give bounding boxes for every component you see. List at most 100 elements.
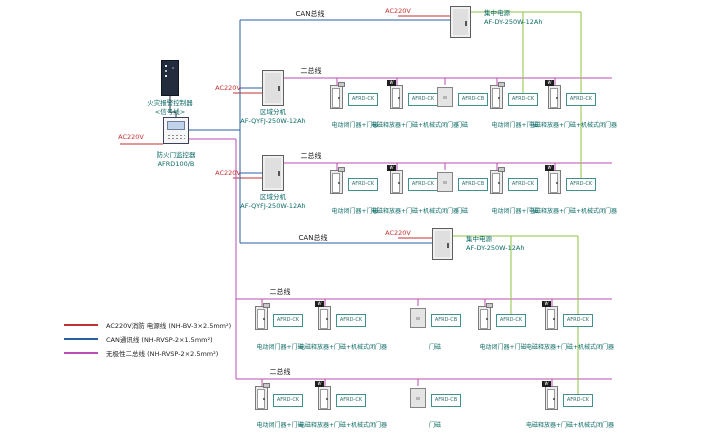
fire-door-monitor-icon	[163, 117, 189, 144]
door-group: W AFRD-CK	[315, 381, 366, 410]
closer-unit-icon	[498, 167, 505, 172]
door-group: W AFRD-CK	[545, 165, 596, 194]
door-group: AFRD-CB	[437, 85, 488, 107]
magnetic-release-icon: W	[387, 80, 396, 86]
magnetic-release-icon: W	[545, 80, 554, 86]
central-power-cabinet-1	[450, 6, 471, 38]
legend-item-power: AC220V消防 电源线 (NH-BV-3×2.5mm²)	[64, 318, 231, 332]
door-release-icon: W	[315, 381, 331, 410]
closer-unit-icon	[263, 303, 270, 308]
zone2-label: 区域分机	[260, 193, 286, 201]
door-release-icon: W	[542, 381, 558, 410]
two-wire-bus-label-row3: 二总线	[300, 152, 322, 160]
group-label: 电磁释放器+门磁+机械式闭门器	[525, 422, 615, 429]
power1-label: 集中电源	[484, 9, 510, 17]
monitor-label: 防火门监控器	[156, 151, 196, 159]
door-closer-icon	[478, 303, 493, 330]
door-group: W AFRD-CK	[542, 381, 593, 410]
closer-unit-icon	[486, 303, 493, 308]
legend-label: 无极性二总线 (NH-RVSP-2×2.5mm²)	[106, 350, 219, 358]
monitor-screen	[167, 121, 185, 130]
controller-indicator-lights	[165, 65, 167, 67]
monitor-keypad	[167, 134, 185, 141]
power-line-swatch	[64, 324, 98, 326]
afrd-ck-box: AFRD-CK	[496, 314, 526, 327]
power2-label: 集中电源	[466, 235, 492, 243]
zone1-ac-label: AC220V	[215, 84, 241, 92]
afrd-ck-box: AFRD-CK	[348, 178, 378, 191]
afrd-ck-box: AFRD-CK	[566, 93, 596, 106]
group-label: 门磁	[455, 208, 468, 215]
group-label: 电磁释放器+门磁+机械式闭门器	[298, 344, 388, 351]
legend-item-can: CAN通讯线 (NH-RVSP-2×1.5mm²)	[64, 332, 231, 346]
door-group: W AFRD-CK	[542, 301, 593, 330]
can-bus-lines	[189, 19, 450, 244]
group-label: 电磁释放器+门磁+机械式闭门器	[370, 122, 460, 129]
dc-output-lines	[453, 11, 582, 394]
power2-ac-label: AC220V	[385, 229, 411, 237]
closer-unit-icon	[498, 82, 505, 87]
door-closer-icon	[255, 303, 270, 330]
group-label: 电动闭门器+门磁	[479, 344, 527, 351]
afrd-ck-box: AFRD-CK	[508, 178, 538, 191]
magnetic-release-icon: W	[315, 301, 324, 307]
zone-extension-cabinet-2	[262, 155, 284, 191]
two-wire-bus-label-row6: 二总线	[269, 368, 291, 376]
afrd-ck-box: AFRD-CK	[508, 93, 538, 106]
door-group: W AFRD-CK	[387, 80, 438, 109]
signal-line	[169, 96, 177, 117]
group-label: 电动闭门器+门磁	[491, 208, 539, 215]
door-group: AFRD-CB	[410, 306, 461, 328]
group-label: 门磁	[428, 422, 441, 429]
can-bus-label-top: CAN总线	[295, 10, 325, 18]
door-group: W AFRD-CK	[545, 80, 596, 109]
group-label: 电动闭门器+门磁	[331, 208, 379, 215]
magnetic-release-icon: W	[542, 381, 551, 387]
can-line-swatch	[64, 338, 98, 340]
door-group: AFRD-CK	[255, 303, 303, 330]
door-release-icon: W	[545, 165, 561, 194]
door-group: AFRD-CB	[437, 170, 488, 192]
door-closer-icon	[255, 383, 270, 410]
group-label: 电动闭门器+门磁	[256, 344, 304, 351]
group-label: 电磁释放器+门磁+机械式闭门器	[370, 208, 460, 215]
afrd-ck-box: AFRD-CK	[336, 314, 366, 327]
legend: AC220V消防 电源线 (NH-BV-3×2.5mm²) CAN通讯线 (NH…	[64, 318, 231, 360]
magnetic-release-icon: W	[315, 381, 324, 387]
door-group: AFRD-CK	[478, 303, 526, 330]
door-release-icon: W	[387, 165, 403, 194]
magnetic-release-icon: W	[545, 165, 554, 171]
door-group: AFRD-CK	[490, 82, 538, 109]
power1-model: AF-DY-250W-12Ah	[484, 18, 543, 26]
closer-unit-icon	[338, 82, 345, 87]
door-group: AFRD-CK	[490, 167, 538, 194]
two-wire-bus-label-row2: 二总线	[300, 67, 322, 75]
power2-model: AF-DY-250W-12Ah	[466, 244, 525, 252]
door-release-icon: W	[545, 80, 561, 109]
afrd-ck-box: AFRD-CK	[408, 178, 438, 191]
monitor-model: AFRD100/B	[157, 160, 195, 168]
afrd-ck-box: AFRD-CK	[563, 314, 593, 327]
group-label: 电磁释放器+门磁+机械式闭门器	[298, 422, 388, 429]
afrd-ck-box: AFRD-CK	[273, 394, 303, 407]
fire-alarm-controller-icon	[161, 60, 179, 96]
zone1-label: 区域分机	[260, 108, 286, 116]
group-label: 门磁	[428, 344, 441, 351]
door-magnet-icon	[437, 172, 453, 192]
group-label: 门磁	[455, 122, 468, 129]
door-group: W AFRD-CK	[387, 165, 438, 194]
fire-alarm-controller-label: 火灾报警控制器	[147, 99, 193, 107]
two-wire-bus-lines	[189, 77, 612, 386]
zone2-model: AF-QYFJ-250W-12Ah	[240, 202, 306, 210]
afrd-ck-box: AFRD-CK	[408, 93, 438, 106]
monitor-ac-label: AC220V	[118, 133, 144, 141]
door-magnet-icon	[410, 388, 426, 408]
door-closer-icon	[330, 167, 345, 194]
afrd-cb-box: AFRD-CB	[431, 314, 461, 327]
closer-unit-icon	[338, 167, 345, 172]
afrd-ck-box: AFRD-CK	[273, 314, 303, 327]
afrd-cb-box: AFRD-CB	[458, 178, 488, 191]
door-closer-icon	[330, 82, 345, 109]
afrd-cb-box: AFRD-CB	[458, 93, 488, 106]
